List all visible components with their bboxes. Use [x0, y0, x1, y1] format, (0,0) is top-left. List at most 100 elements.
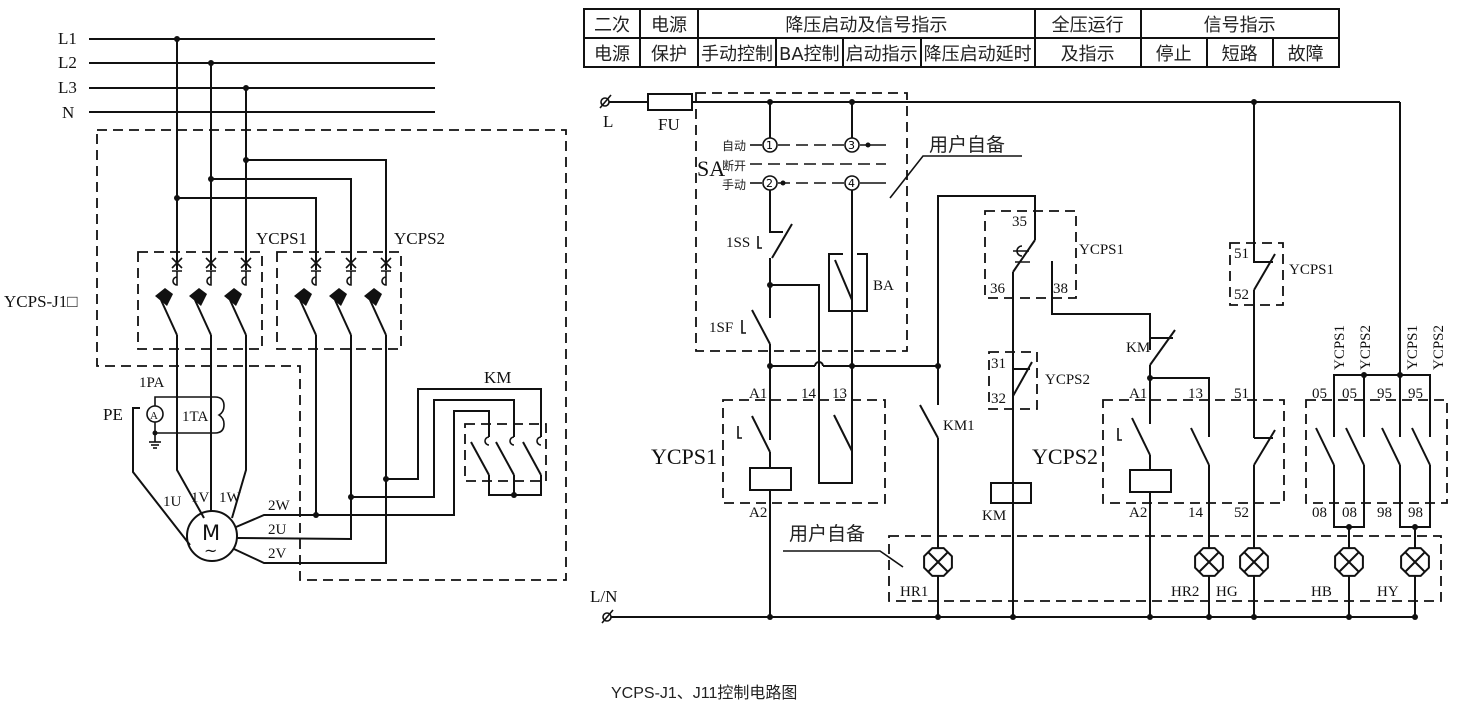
ba-label: BA [873, 278, 894, 294]
header-cell: 故障 [1271, 37, 1340, 68]
stop-button-actuator [757, 236, 762, 249]
contactor-box [464, 423, 547, 482]
breaker-contact [369, 299, 387, 336]
lamp-icon [1239, 547, 1269, 577]
contactor-poles [470, 436, 542, 476]
arc-chute-icon [509, 436, 515, 446]
terminal-51: 51 [1234, 386, 1249, 402]
wire-2v [233, 388, 542, 564]
vertical-label-ycps1: YCPS1 [1332, 325, 1348, 370]
user-supplied-label-top: 用户自备 [929, 134, 1005, 156]
ycps2-controller-box [1102, 399, 1285, 504]
junction-dot [313, 512, 319, 518]
ycps1-timer-box [984, 210, 1077, 299]
contactor-pole [522, 436, 542, 476]
breaker-poles [155, 257, 392, 342]
ct-label: 1TA [182, 409, 208, 425]
pe-wire [132, 408, 191, 546]
thermal-release-icon [241, 271, 247, 286]
contactor-contact [522, 441, 542, 476]
terminal-a1: A1 [1129, 386, 1147, 402]
header-cell: 手动控制 [697, 37, 777, 68]
ct-coil-icon [214, 396, 225, 434]
breaker-contact [299, 299, 317, 336]
terminal-98: 98 [1377, 505, 1392, 521]
branch-wire [177, 197, 317, 270]
thermal-release-icon [346, 271, 352, 286]
vertical-label-ycps2: YCPS2 [1431, 325, 1447, 370]
ycps1-coil-icon [749, 467, 792, 491]
sa-contact-num: 4 [848, 177, 855, 190]
sa-detent-dot [865, 142, 871, 148]
header-cell: 电源 [639, 8, 699, 39]
motor-ac-symbol: ~ [204, 541, 217, 560]
thermal-release-icon [381, 271, 387, 286]
km1-contact [919, 404, 939, 439]
branch-wire [211, 178, 352, 270]
terminal-14: 14 [1188, 505, 1204, 521]
lamp-label: HR2 [1171, 584, 1199, 600]
terminal-2w: 2W [268, 498, 291, 514]
lamp-label: HB [1311, 584, 1332, 600]
manual-control-box [695, 92, 908, 352]
junction-dot [849, 363, 855, 369]
indicator-lamp: HR2 [1171, 547, 1224, 620]
terminal-1v: 1V [191, 490, 210, 506]
lamp-cross-icon [1243, 551, 1265, 573]
breaker-handle-icon [189, 288, 207, 306]
header-cell: 全压运行 [1033, 8, 1142, 39]
header-cell: 降压启动及信号指示 [697, 8, 1036, 39]
bus-label-n: N [62, 103, 74, 122]
terminal-95: 95 [1377, 386, 1392, 402]
terminal-05: 05 [1342, 386, 1357, 402]
indicator-lamp: HR1 [900, 547, 953, 620]
stop-button-contact [771, 223, 793, 259]
wire [818, 360, 853, 484]
km1-label: KM1 [943, 418, 975, 434]
terminal-98: 98 [1408, 505, 1423, 521]
terminal-14: 14 [801, 386, 817, 402]
terminal-52: 52 [1234, 287, 1249, 303]
ycps1-controller-label: YCPS1 [651, 444, 717, 469]
signal-contacts [1315, 427, 1431, 466]
wire-1w [231, 340, 247, 519]
terminal-08: 08 [1342, 505, 1357, 521]
wire [1051, 261, 1151, 338]
vertical-label-ycps1: YCPS1 [1405, 325, 1421, 370]
thermal-release-icon [311, 271, 317, 286]
breaker-handle-icon [329, 288, 347, 306]
junction-dot [383, 476, 389, 482]
breaker-contact [229, 299, 247, 336]
breaker-ycps2-box [276, 251, 402, 350]
start-button-actuator [741, 320, 746, 334]
terminal-95: 95 [1408, 386, 1423, 402]
ycps1-timer-label: YCPS1 [1079, 242, 1124, 258]
breaker-handle-icon [155, 288, 173, 306]
terminal-1w: 1W [219, 490, 242, 506]
header-cell: 二次 [583, 8, 641, 39]
supply-ln-label: L/N [590, 587, 617, 606]
ycps2-short-contact [1253, 429, 1276, 466]
terminal-38: 38 [1053, 281, 1068, 297]
indicator-lamp: HG [1216, 547, 1269, 620]
header-cell: BA控制 [775, 37, 844, 68]
km-nc-label: KM [1126, 340, 1150, 356]
km-nc-contact [1149, 329, 1176, 366]
ycps2-aux-contact [1012, 361, 1033, 397]
thermal-release-icon [172, 271, 178, 286]
terminal-a2: A2 [1129, 505, 1147, 521]
function-header-table: 二次 电源 降压启动及信号指示 全压运行 信号指示 电源 保护 手动控制 BA控… [583, 8, 1340, 68]
ammeter-label: 1PA [139, 375, 164, 391]
breaker-pole [364, 257, 392, 342]
pe-label: PE [103, 405, 123, 424]
wire [1253, 247, 1273, 263]
km-coil-icon [990, 482, 1032, 504]
timer-delay-icon [1013, 245, 1030, 263]
breaker-pole [189, 257, 217, 342]
branch-wire [246, 159, 387, 270]
breaker-handle-icon [294, 288, 312, 306]
contactor-pole [495, 436, 515, 476]
breaker-pole [294, 257, 322, 342]
lamp-icon [1194, 547, 1224, 577]
